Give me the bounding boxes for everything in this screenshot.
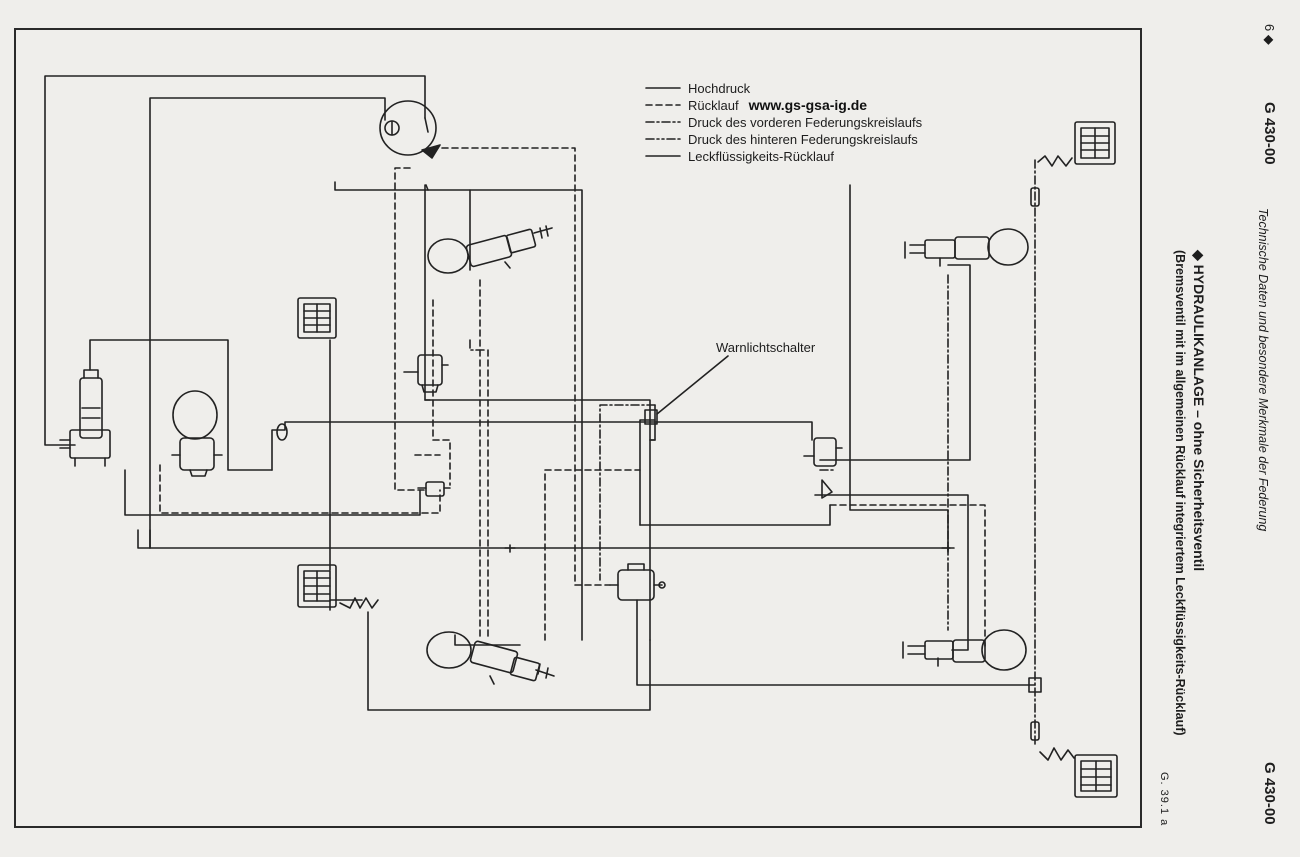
brake-valve: [417, 481, 451, 497]
tee-right: [1028, 677, 1042, 693]
doc-code-top: G 430-00: [1261, 102, 1278, 165]
legend-samples: [645, 87, 681, 157]
doc-code-bottom: G 430-00: [1261, 762, 1278, 825]
pump: [59, 369, 111, 467]
brake-cylinder-right-bottom: [1039, 747, 1118, 798]
figure-reference: G. 39.1 a: [1158, 772, 1170, 827]
high-pressure-lines: [44, 75, 1036, 711]
watermark-url: www.gs-gsa-ig.de: [748, 97, 868, 113]
return-lines: [159, 147, 986, 651]
legend-label: Druck des hinteren Federungskreislaufs: [688, 132, 918, 147]
suspension-cylinder-upper-center: [427, 225, 553, 274]
legend-label: Hochdruck: [688, 81, 751, 96]
warning-switch-label: Warnlichtschalter: [716, 340, 816, 355]
suspension-cylinder-lower-center: [426, 631, 555, 685]
brake-cylinder-left-top: [297, 297, 337, 339]
section-subheading: (Bremsventil mit im allgemeinen Rücklauf…: [1173, 250, 1187, 736]
section-heading: ◆ HYDRAULIKANLAGE – ohne Sicherheitsvent…: [1191, 250, 1207, 572]
fitting-lower-right: [1030, 721, 1040, 741]
distributor-valve-right: [803, 437, 843, 499]
legend-label: Rücklauf: [688, 98, 739, 113]
connector: [276, 423, 288, 441]
legend-label: Druck des vorderen Federungskreislaufs: [688, 115, 923, 130]
reservoir: [379, 100, 441, 159]
brake-cylinder-right-top: [1037, 121, 1116, 167]
pressure-switch-valve: [403, 354, 449, 393]
suspension-cylinder-lower-right: [902, 629, 1027, 671]
warning-switch-junction: [644, 409, 658, 425]
main-accumulator: [171, 390, 223, 477]
callout-leader: [656, 355, 729, 415]
suspension-pressure-lines: [469, 159, 1036, 746]
suspension-cylinder-upper-right: [904, 228, 1029, 267]
fitting-upper-right: [1030, 187, 1040, 207]
chapter-title: Technische Daten und besondere Merkmale …: [1256, 208, 1270, 532]
brake-cylinder-left-bottom: [297, 564, 379, 609]
height-corrector: [609, 563, 666, 601]
page-number: 6 ◆: [1262, 24, 1277, 45]
diagram-frame: [14, 28, 1142, 828]
legend-label: Leckflüssigkeits-Rücklauf: [688, 149, 834, 164]
